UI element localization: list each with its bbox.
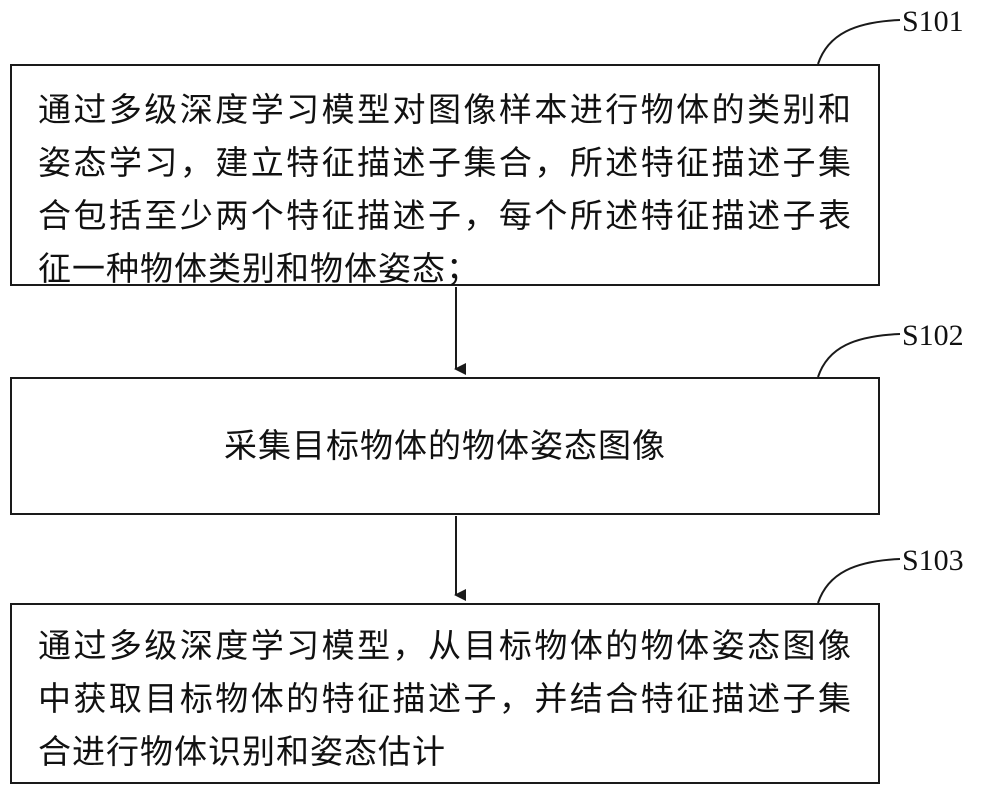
leader-line-s101: [817, 19, 901, 65]
step-label-s102: S102: [902, 319, 964, 352]
step-box-s101: 通过多级深度学习模型对图像样本进行物体的类别和姿态学习，建立特征描述子集合，所述…: [10, 64, 880, 288]
step-text-s101: 通过多级深度学习模型对图像样本进行物体的类别和姿态学习，建立特征描述子集合，所述…: [38, 90, 852, 288]
step-label-s103: S103: [902, 544, 964, 577]
step-label-s101: S101: [902, 5, 964, 38]
leader-line-s102: [817, 333, 901, 378]
step-text-s102: 采集目标物体的物体姿态图像: [224, 426, 666, 465]
step-box-s103: 通过多级深度学习模型，从目标物体的物体姿态图像中获取目标物体的特征描述子，并结合…: [10, 603, 880, 784]
leader-line-s103: [817, 558, 901, 604]
step-text-s103: 通过多级深度学习模型，从目标物体的物体姿态图像中获取目标物体的特征描述子，并结合…: [38, 626, 852, 771]
step-box-s102: 采集目标物体的物体姿态图像: [10, 377, 880, 515]
